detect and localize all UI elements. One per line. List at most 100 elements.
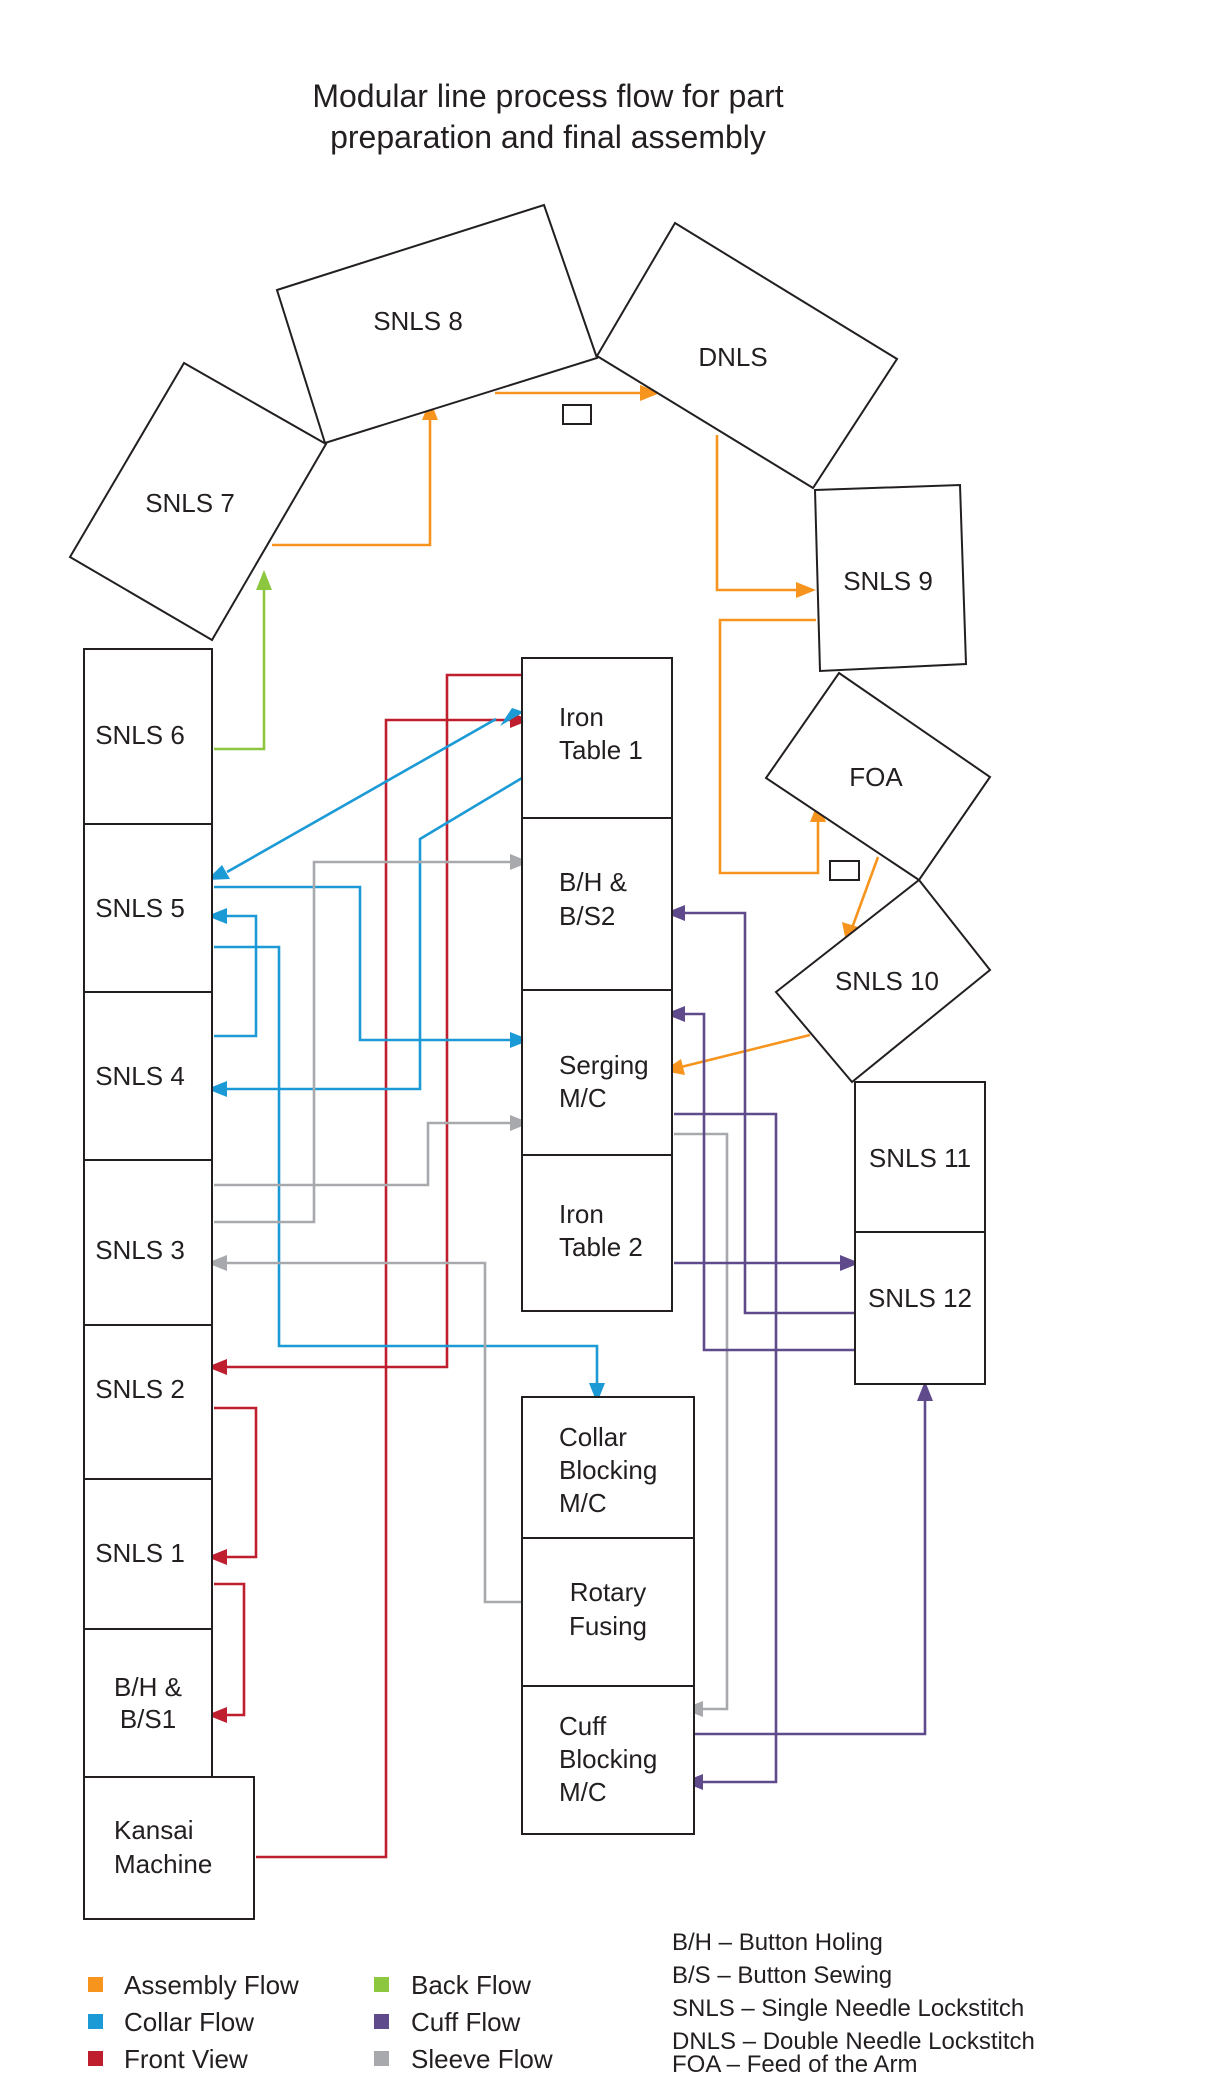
arrowheads: [207, 385, 933, 1790]
station-label-line-2: B/S1: [120, 1704, 176, 1734]
station-label: FOA: [849, 762, 903, 792]
arrowhead-blue: [589, 1383, 605, 1403]
diagram-title-line-1: Modular line process flow for part: [312, 78, 783, 114]
legend-label-front: Front View: [124, 2044, 248, 2074]
legend-label-collar: Collar Flow: [124, 2007, 254, 2037]
station-label-line-2: M/C: [559, 1083, 607, 1113]
station-label-line-2: Blocking: [559, 1455, 657, 1485]
station-label-line-1: Cuff: [559, 1711, 607, 1741]
station-snls2: SNLS 2: [83, 1324, 213, 1480]
front-flow-iron1-to-snls2: [223, 673, 522, 1369]
station-label: SNLS 12: [868, 1283, 972, 1313]
arrowhead-red: [207, 1359, 227, 1375]
legend-label-cuff: Cuff Flow: [411, 2007, 521, 2037]
station-snls12: SNLS 12: [854, 1231, 986, 1385]
legend-swatch-front: [88, 2051, 103, 2066]
front-flow-snls1-to-bhbs1: [214, 1582, 246, 1717]
station-bhbs2: B/H & B/S2: [521, 817, 673, 991]
station-label: SNLS 8: [373, 306, 463, 336]
arrowhead-grey: [207, 1255, 227, 1271]
arrowhead-purple: [917, 1381, 933, 1401]
arrowhead-blue: [207, 908, 227, 924]
marker-square: [829, 860, 860, 881]
station-snls11: SNLS 11: [854, 1081, 986, 1233]
collar-flow-iron1-snls5: [226, 717, 497, 874]
station-label-line-1: B/H &: [559, 867, 627, 897]
station-label-line-1: Iron: [559, 702, 604, 732]
arrowhead-orange: [640, 385, 660, 401]
marker-square: [562, 404, 592, 425]
station-label: SNLS 4: [95, 1061, 185, 1091]
legend-swatch-collar: [88, 2014, 103, 2029]
sleeve-flow-serging-to-cuff: [674, 1132, 729, 1711]
station-label-line-1: Serging: [559, 1050, 649, 1080]
assembly-flow-snls7-to-snls8: [272, 420, 432, 547]
diagram-title-line-2: preparation and final assembly: [330, 119, 766, 155]
station-snls6: SNLS 6: [83, 648, 213, 825]
station-label-line-1: Rotary: [570, 1577, 647, 1607]
station-bhbs1: B/H & B/S1: [83, 1628, 213, 1778]
station-iron-table-1: Iron Table 1: [521, 657, 673, 819]
station-label: SNLS 1: [95, 1538, 185, 1568]
back-flow-snls6-to-snls7: [214, 573, 266, 751]
station-label-line-1: B/H &: [114, 1672, 182, 1702]
abbreviation-line: SNLS – Single Needle Lockstitch: [672, 1995, 1024, 2022]
station-collar-blocking-mc: Collar Blocking M/C: [521, 1396, 695, 1539]
assembly-flow-dnls-to-snls9: [715, 435, 802, 592]
station-label-line-1: Iron: [559, 1199, 604, 1229]
station-snls3: SNLS 3: [83, 1159, 213, 1326]
cuff-flow-snls12-to-serging: [681, 1012, 855, 1352]
abbreviation-line: B/S – Button Sewing: [672, 1962, 892, 1989]
station-cuff-blocking-mc: Cuff Blocking M/C: [521, 1685, 695, 1835]
legend-swatch-assembly: [88, 1977, 103, 1992]
station-iron-table-2: Iron Table 2: [521, 1154, 673, 1312]
station-label-line-2: B/S2: [559, 901, 615, 931]
arrowhead-purple: [665, 905, 685, 921]
sleeve-flow-rotary-to-snls3: [223, 1261, 522, 1604]
station-label-line-3: M/C: [559, 1777, 607, 1807]
station-snls7: SNLS 7: [68, 361, 328, 642]
arrowhead-grey: [510, 1115, 530, 1131]
front-flow-snls2-to-snls1: [214, 1406, 258, 1559]
station-snls10: SNLS 10: [774, 878, 992, 1084]
arrowhead-green: [256, 570, 272, 590]
station-label: SNLS 3: [95, 1235, 185, 1265]
station-rotary-fusing: Rotary Fusing: [521, 1537, 695, 1687]
station-foa: FOA: [764, 671, 992, 882]
abbreviation-line: DNLS – Double Needle Lockstitch: [672, 2028, 1035, 2055]
collar-flow-iron1-to-snls4: [223, 776, 523, 1091]
station-snls5: SNLS 5: [83, 823, 213, 993]
station-label-line-2: Machine: [114, 1849, 212, 1879]
collar-flow-snls5-to-collar-blocking: [214, 945, 599, 1388]
station-label: SNLS 2: [95, 1374, 185, 1404]
station-label: SNLS 9: [843, 566, 933, 596]
station-label: SNLS 10: [835, 966, 939, 996]
collar-flow-snls5-to-serging: [214, 885, 514, 1042]
station-label-line-2: Table 2: [559, 1232, 643, 1262]
station-label: DNLS: [698, 342, 767, 372]
abbreviation-line: B/H – Button Holing: [672, 1929, 883, 1956]
legend-label-sleeve: Sleeve Flow: [411, 2044, 553, 2074]
front-flow-kansai-to-iron1: [256, 718, 514, 1859]
legend: Assembly Flow Collar Flow Front View Bac…: [88, 1970, 553, 2074]
station-label-line-2: Fusing: [569, 1611, 647, 1641]
station-snls4: SNLS 4: [83, 991, 213, 1161]
flow-lines: [214, 391, 927, 1859]
arrowhead-blue: [510, 1032, 530, 1048]
station-snls9: SNLS 9: [813, 483, 968, 673]
arrowhead-blue: [207, 1081, 227, 1097]
arrowhead-grey: [510, 854, 530, 870]
arrowhead-purple: [665, 1006, 685, 1022]
cuff-flow-cuff-to-snls12: [694, 1397, 927, 1736]
station-kansai-machine: Kansai Machine: [83, 1776, 255, 1920]
arrowhead-orange: [796, 582, 816, 598]
station-snls1: SNLS 1: [83, 1478, 213, 1630]
arrowhead-red: [207, 1549, 227, 1565]
arrowhead-purple: [840, 1255, 860, 1271]
station-label-line-2: Table 1: [559, 735, 643, 765]
station-label: SNLS 5: [95, 893, 185, 923]
legend-swatch-cuff: [374, 2014, 389, 2029]
station-dnls: DNLS: [595, 221, 899, 490]
sleeve-flow-snls3-to-bhbs2: [214, 860, 514, 1224]
